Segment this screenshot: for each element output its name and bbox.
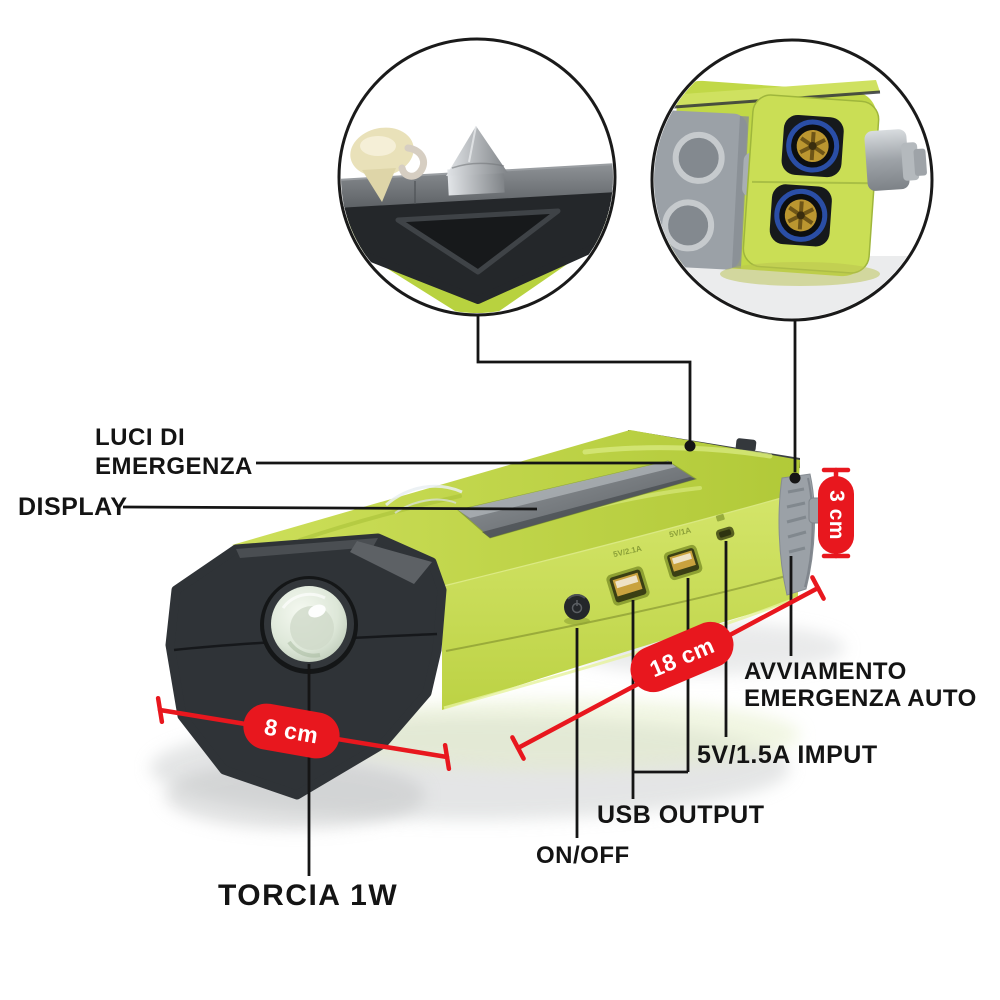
micro-usb-port (715, 513, 735, 541)
connector-dot-2 (789, 472, 801, 484)
jump-starter-device (165, 430, 825, 800)
glass-breaker-tip-detail (341, 125, 613, 313)
device-back-latch (735, 438, 757, 452)
callout-circle-jump-port (650, 38, 934, 322)
label-usb-output: USB OUTPUT (597, 801, 765, 829)
usb-port-1 (606, 566, 650, 606)
label-jump-start: AVVIAMENTO EMERGENZA AUTO (744, 658, 977, 712)
label-emergency-lights-line1: LUCI DI (95, 424, 186, 451)
label-emergency-lights-line2: EMERGENZA (95, 453, 253, 480)
label-input: 5V/1.5A IMPUT (697, 741, 878, 769)
display-panel (456, 460, 698, 539)
terminal-positive-icon (781, 114, 844, 178)
connector-display (122, 505, 538, 511)
connector-dot-1 (684, 440, 696, 452)
callout-circle-glass-breaker (337, 37, 617, 317)
label-power: ON/OFF (536, 842, 630, 869)
label-display: DISPLAY (18, 493, 128, 521)
power-button (564, 593, 590, 625)
connector-glass-breaker (476, 315, 692, 441)
label-torch: TORCIA 1W (218, 879, 399, 912)
flashlight-end-cap (165, 533, 447, 800)
badge-height-3cm: 3 cm (818, 476, 854, 554)
terminal-block (742, 94, 880, 274)
label-emergency-lights: LUCI DI EMERGENZA (95, 423, 253, 481)
clamp-panel (654, 110, 770, 270)
label-jump-start-line2: EMERGENZA AUTO (744, 685, 977, 712)
label-jump-start-line1: AVVIAMENTO (744, 658, 907, 685)
flashlight-lens-icon (260, 576, 358, 674)
glass-breaker-side-icon (864, 129, 927, 191)
terminal-negative-icon (769, 184, 832, 247)
glass-breaker-cone-icon (446, 125, 508, 196)
device-front-seam (445, 572, 798, 652)
suction-hook-icon (350, 127, 427, 202)
usb-port-2 (663, 544, 703, 581)
